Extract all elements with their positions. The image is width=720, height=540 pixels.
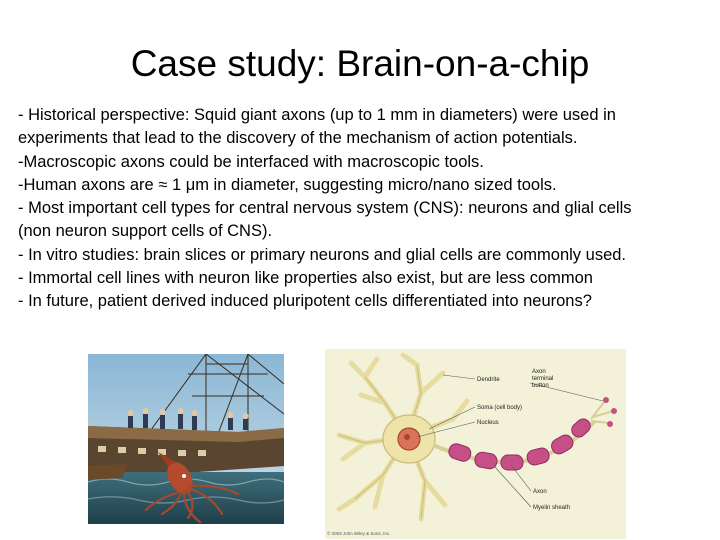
neuron-diagram: Dendrite Axon terminal button Soma (cell… [325,349,626,539]
body-line: -Human axons are ≈ 1 μm in diameter, sug… [18,175,557,194]
body-line: - Immortal cell lines with neuron like p… [18,269,593,288]
squid-ship-illustration [88,354,284,524]
label-nucleus: Nucleus [477,420,499,426]
label-soma: Soma (cell body) [477,405,522,411]
label-axon-terminal: Axon [532,369,546,375]
slide-body: - Historical perspective: Squid giant ax… [18,104,708,314]
label-dendrite: Dendrite [477,377,500,383]
slide-title: Case study: Brain-on-a-chip [130,43,590,84]
body-line: - In vitro studies: brain slices or prim… [18,245,627,264]
body-line: (non neuron support cells of CNS). [18,222,273,241]
body-line: - In future, patient derived induced plu… [18,292,592,311]
figure-copyright: © 2003 John Wiley & Sons, Inc. [327,530,390,536]
squid-ship-svg [88,354,284,524]
myelin-sheath-segments [448,418,591,471]
label-myelin-sheath: Myelin sheath [533,505,570,511]
label-axon-terminal-2: terminal [532,376,553,382]
body-line: - Most important cell types for central … [18,199,632,218]
label-axon-terminal-3: button [532,383,549,389]
label-axon: Axon [533,489,547,495]
body-line: experiments that lead to the discovery o… [18,129,578,148]
body-line: - Historical perspective: Squid giant ax… [18,106,616,124]
neuron-svg: Dendrite Axon terminal button Soma (cell… [327,352,617,536]
squid-icon [144,452,240,524]
body-line: -Macroscopic axons could be interfaced w… [18,152,484,171]
